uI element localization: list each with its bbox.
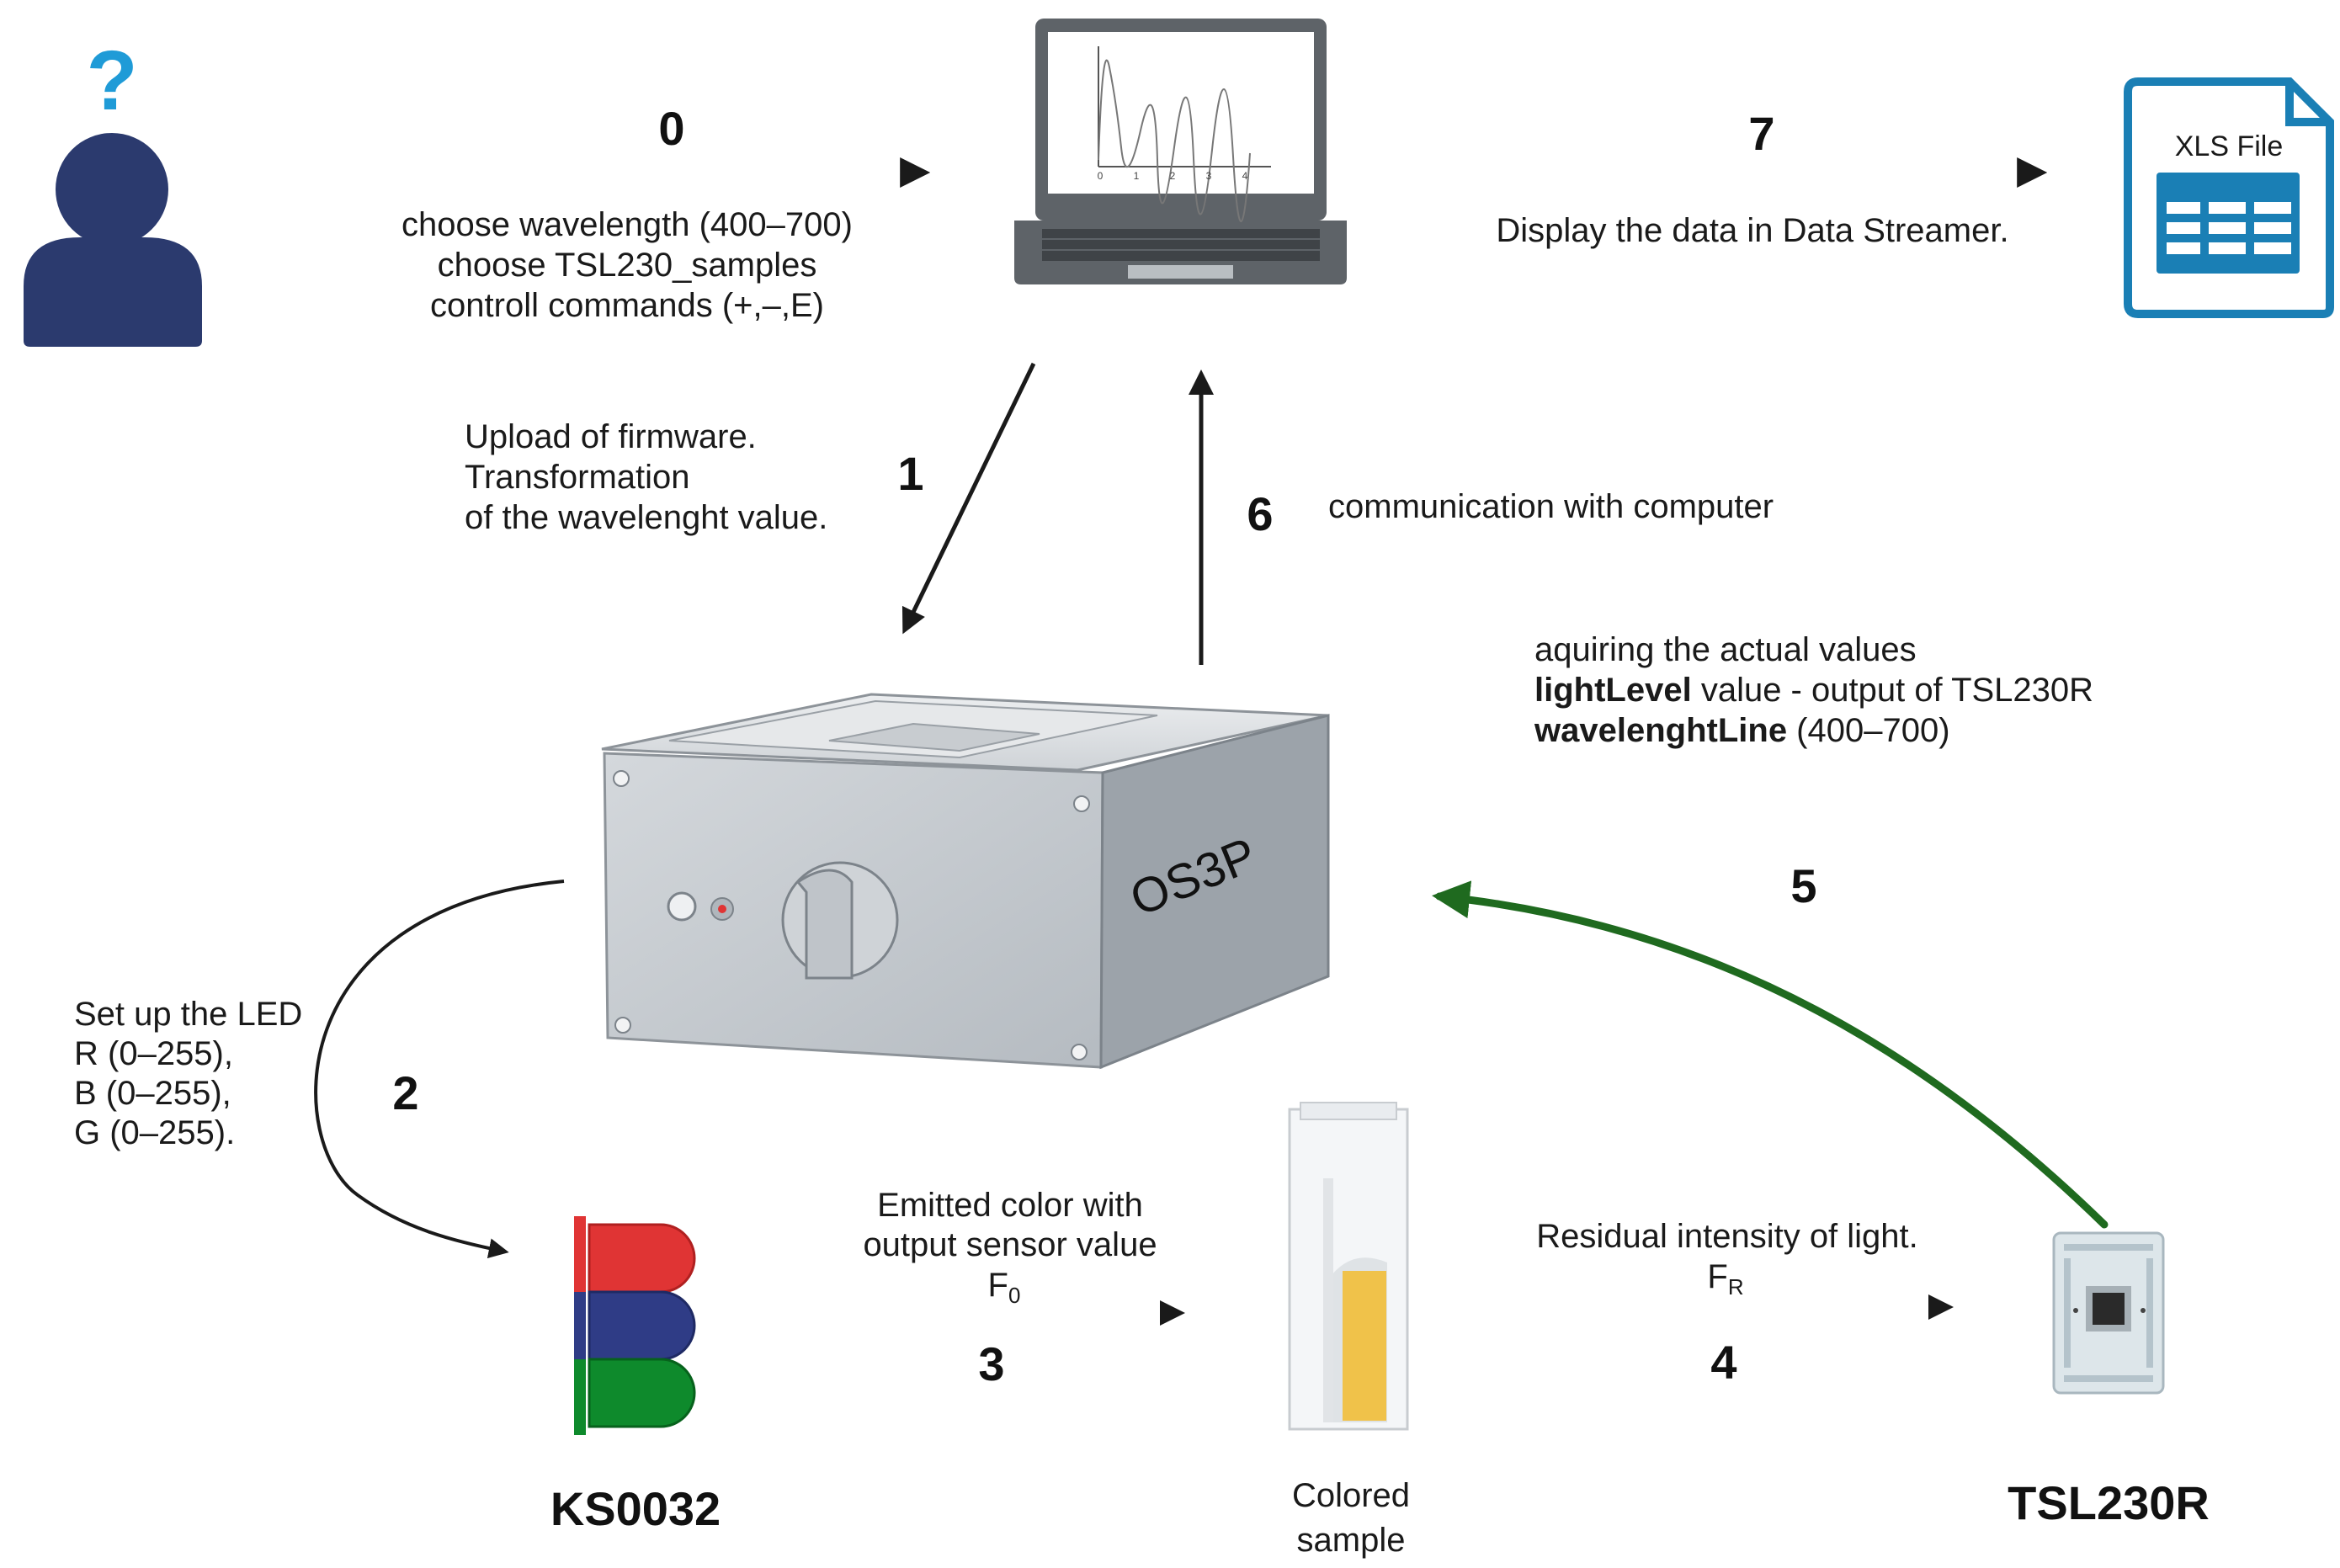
- xls-file-label: XLS File: [2175, 130, 2284, 162]
- tsl230r-sensor-icon: [2052, 1231, 2165, 1395]
- xls-file-icon: [2124, 77, 2334, 318]
- step-5-line-3: wavelenghtLine (400–700): [1534, 712, 1950, 749]
- step-3-line-2: output sensor value: [863, 1226, 1157, 1263]
- step-2-number: 2: [392, 1066, 418, 1119]
- step-4-symbol: FR: [1707, 1258, 1743, 1300]
- step-2-line-2: R (0–255),: [74, 1035, 233, 1072]
- step-4-line-1: Residual intensity of light.: [1536, 1218, 1918, 1255]
- arrow-step-1: [901, 362, 1036, 635]
- tsl230r-label: TSL230R: [2008, 1476, 2210, 1529]
- svg-text:3: 3: [1206, 170, 1212, 182]
- svg-text:0: 0: [1098, 170, 1104, 182]
- step-7-text: Display the data in Data Streamer.: [1496, 212, 2008, 249]
- step-2-line-1: Set up the LED: [74, 996, 302, 1033]
- step-5-line-1: aquiring the actual values: [1534, 631, 1917, 668]
- cuvette-label-line-1: Colored: [1292, 1477, 1410, 1514]
- step-3-number: 3: [978, 1337, 1004, 1390]
- led-module-icon: [574, 1216, 696, 1435]
- step-1-number: 1: [897, 447, 923, 500]
- laptop-icon: 0 1 2 3 4: [1014, 19, 1347, 284]
- step-6-number: 6: [1247, 487, 1273, 540]
- step-7-number: 7: [1748, 107, 1774, 160]
- arrow-step-5: [1432, 880, 2109, 1229]
- step-5-number: 5: [1790, 859, 1816, 912]
- svg-text:2: 2: [1170, 170, 1176, 182]
- step-4-number: 4: [1710, 1336, 1736, 1389]
- user-icon: [24, 133, 202, 347]
- question-mark-icon: ?: [86, 34, 137, 128]
- step-0-line-1: choose wavelength (400–700): [402, 206, 853, 243]
- step-3-symbol: F0: [988, 1267, 1021, 1308]
- os3p-device-icon: [601, 693, 1330, 1070]
- step-2-line-3: B (0–255),: [74, 1075, 231, 1112]
- svg-text:1: 1: [1134, 170, 1140, 182]
- step-6-text: communication with computer: [1328, 488, 1774, 525]
- step-2-line-4: G (0–255).: [74, 1114, 235, 1151]
- step-1-line-3: of the wavelenght value.: [465, 499, 827, 536]
- svg-text:4: 4: [1242, 170, 1248, 182]
- step-3-line-1: Emitted color with: [877, 1187, 1143, 1224]
- step-0-line-2: choose TSL230_samples: [438, 247, 817, 284]
- step-1-line-1: Upload of firmware.: [465, 418, 757, 455]
- led-label: KS0032: [550, 1482, 721, 1535]
- step-0-line-3: controll commands (+,–,E): [430, 287, 824, 324]
- cuvette-label-line-2: sample: [1297, 1522, 1406, 1559]
- cuvette-icon: [1288, 1102, 1409, 1431]
- step-5-line-2: lightLevel value - output of TSL230R: [1534, 672, 2093, 709]
- step-1-line-2: Transformation: [465, 459, 690, 496]
- step-0-number: 0: [658, 102, 684, 155]
- arrow-step-2: [314, 880, 565, 1259]
